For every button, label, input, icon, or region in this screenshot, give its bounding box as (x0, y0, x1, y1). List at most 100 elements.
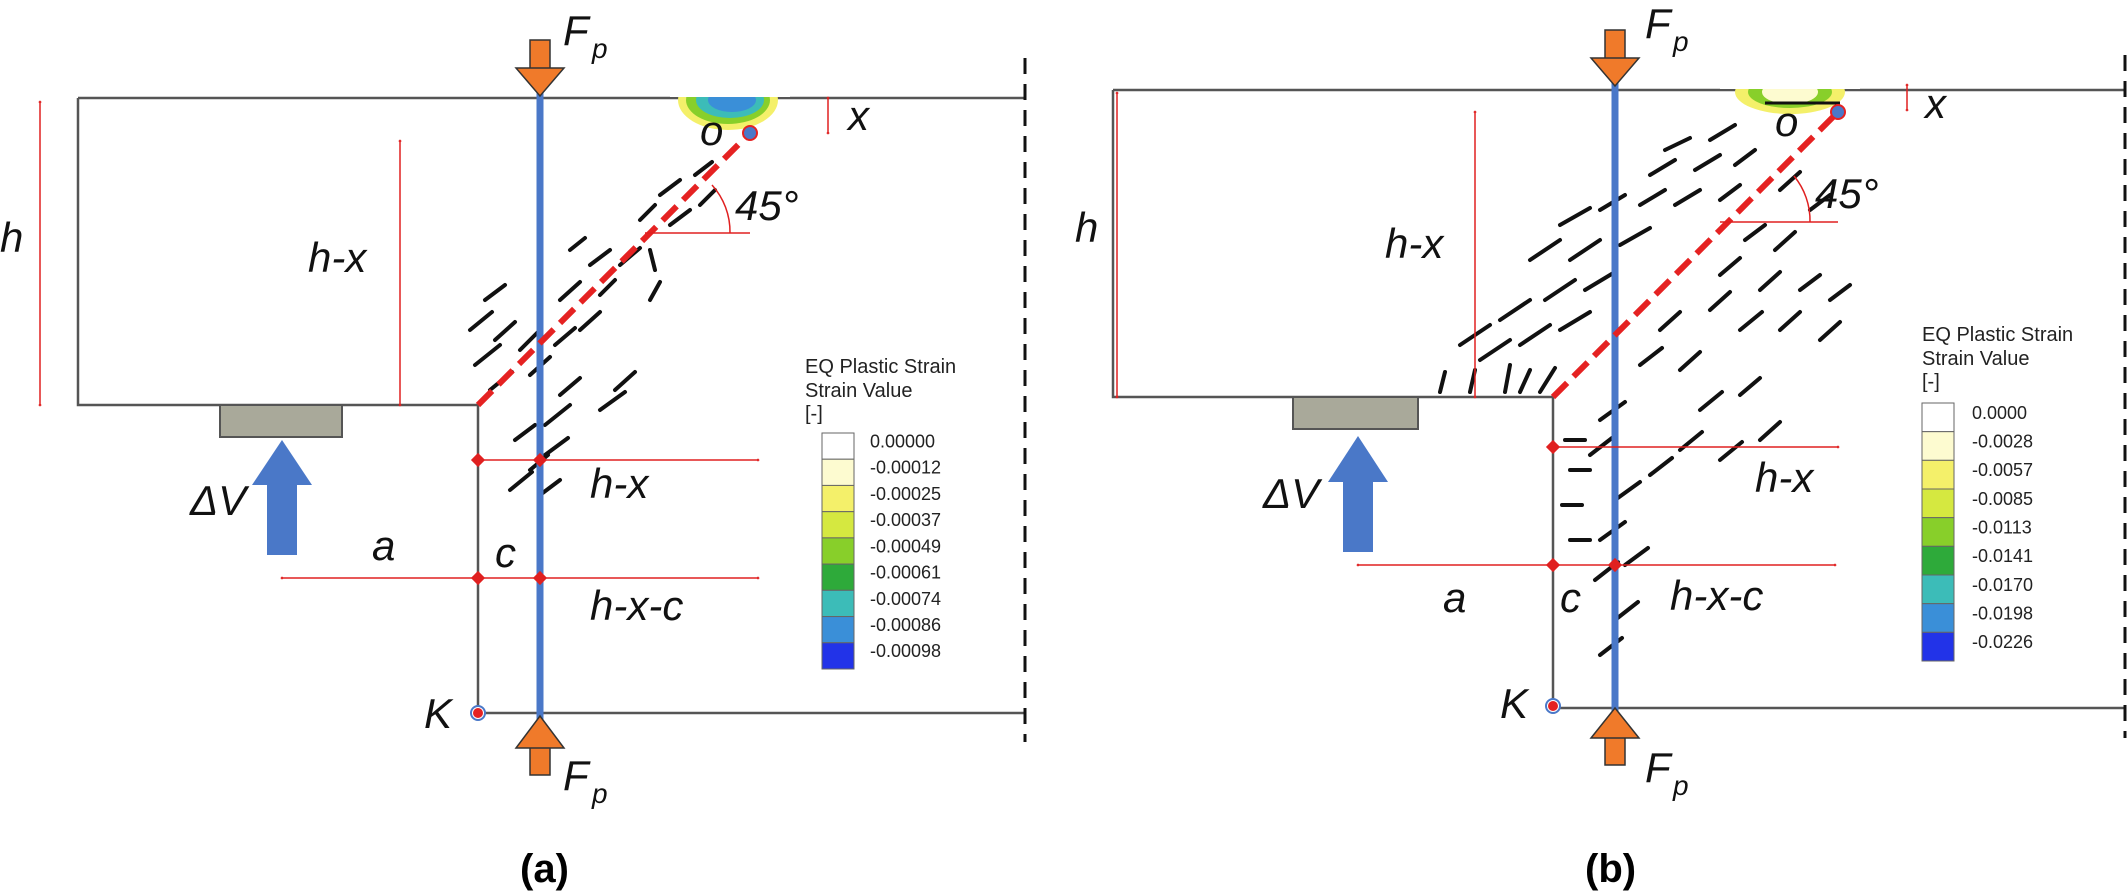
label-angle-a: 45° (735, 182, 799, 229)
label-force-top-b: F (1645, 0, 1673, 47)
angle-marker-a (645, 184, 750, 234)
legend-swatch-a-5 (821, 563, 855, 591)
label-a-a: a (372, 522, 395, 569)
label-c-b: c (1560, 574, 1581, 621)
labels-a: F p F p h h-x h-x h-x-c x o 45° ΔV a c K… (0, 7, 871, 891)
label-a-b: a (1443, 574, 1466, 621)
label-o-a: o (700, 107, 723, 154)
force-arrow-top-b (1589, 29, 1641, 88)
legend-value-a-4: -0.00049 (870, 536, 941, 556)
legend-value-b-8: -0.0226 (1972, 632, 2033, 652)
bearing-plate-a (219, 404, 343, 438)
legend-swatch-b-2 (1921, 459, 1955, 490)
label-force-top-sub-b: p (1672, 26, 1689, 57)
legend-swatch-b-1 (1921, 431, 1955, 461)
legend-title-1-a: EQ Plastic Strain (805, 356, 956, 378)
strain-contour-a (670, 60, 790, 130)
crack-pattern-b (1438, 123, 1852, 657)
label-force-top-sub-a: p (591, 33, 608, 64)
legend-swatch-b-4 (1921, 517, 1955, 547)
legend-value-b-4: -0.0113 (1972, 517, 2032, 537)
legend-value-b-0: 0.0000 (1972, 403, 2027, 423)
legend-title-2-b: Strain Value (1922, 348, 2029, 370)
label-o-b: o (1775, 98, 1798, 145)
support-arrow-b (1328, 436, 1388, 552)
label-force-top-a: F (563, 7, 591, 54)
label-h-x-a: h-x (308, 234, 368, 281)
panel-label-b: (b) (1585, 847, 1636, 891)
dimensions-b (1115, 83, 1909, 567)
strain-legend-a: EQ Plastic Strain Strain Value [-] 0.000… (805, 356, 956, 670)
legend-unit-b: [-] (1922, 371, 1940, 393)
legend-swatch-a-7 (821, 616, 855, 644)
force-arrow-bottom-a (514, 714, 566, 776)
legend-value-a-8: -0.00098 (870, 641, 941, 661)
legend-swatch-a-0 (821, 432, 855, 460)
legend-swatch-a-3 (821, 511, 855, 539)
strain-legend-b: EQ Plastic Strain Strain Value [-] 0.000… (1921, 324, 2073, 662)
critical-crack-line-b (1550, 109, 1841, 400)
label-x-b: x (1923, 80, 1948, 127)
dimension-nodes-b (1545, 439, 1623, 573)
label-force-bottom-sub-a: p (591, 778, 608, 809)
legend-swatch-b-8 (1921, 631, 1955, 662)
legend-swatch-a-1 (821, 458, 855, 486)
legend-value-a-7: -0.00086 (870, 615, 941, 635)
legend-value-a-0: 0.00000 (870, 431, 935, 451)
legend-swatch-a-4 (821, 537, 855, 565)
legend-value-b-7: -0.0198 (1972, 603, 2033, 623)
label-h-x-c-a: h-x-c (590, 582, 683, 629)
label-k-a: K (424, 690, 454, 737)
label-delta-v-a: ΔV (189, 477, 250, 524)
legend-swatch-b-3 (1921, 488, 1955, 519)
legend-swatch-b-6 (1921, 574, 1955, 605)
label-h-x-b: h-x (1385, 220, 1445, 267)
legend-swatch-b-7 (1921, 603, 1955, 633)
legend-value-a-3: -0.00037 (870, 510, 941, 530)
label-force-bottom-sub-b: p (1672, 770, 1689, 801)
critical-crack-line-a (475, 130, 753, 408)
point-o-marker-a (742, 125, 758, 141)
legend-value-b-2: -0.0057 (1972, 460, 2033, 480)
legend-value-a-5: -0.00061 (870, 563, 941, 583)
label-angle-b: 45° (1815, 170, 1879, 217)
label-delta-v-b: ΔV (1262, 470, 1323, 517)
dimension-nodes-a (470, 452, 548, 586)
panel-a: F p F p h h-x h-x h-x-c x o 45° ΔV a c K… (0, 7, 1027, 891)
support-arrow-a (252, 440, 312, 555)
legend-value-a-6: -0.00074 (870, 589, 941, 609)
strain-contour-b (1720, 60, 1860, 114)
legend-swatch-a-6 (821, 589, 855, 618)
label-force-bottom-a: F (563, 752, 591, 799)
label-h-x-2-b: h-x (1755, 454, 1815, 501)
force-arrow-bottom-b (1589, 706, 1641, 766)
label-c-a: c (495, 529, 516, 576)
panel-b: F p F p h h-x h-x h-x-c x o 45° ΔV a c K… (1075, 0, 2127, 891)
point-k-marker-b (1548, 701, 1558, 711)
legend-value-a-1: -0.00012 (870, 458, 941, 478)
point-k-marker-a (473, 708, 483, 718)
force-arrow-top-a (514, 39, 566, 98)
legend-value-b-3: -0.0085 (1972, 489, 2033, 509)
dimensions-a (38, 96, 830, 580)
panel-label-a: (a) (520, 847, 569, 891)
legend-unit-a: [-] (805, 403, 823, 425)
legend-value-a-2: -0.00025 (870, 484, 941, 504)
label-k-b: K (1500, 680, 1530, 727)
legend-title-1-b: EQ Plastic Strain (1922, 324, 2073, 346)
angle-marker-b (1720, 175, 1838, 223)
point-o-marker-b (1830, 104, 1846, 120)
labels-b: F p F p h h-x h-x h-x-c x o 45° ΔV a c K… (1075, 0, 1948, 891)
legend-value-b-5: -0.0141 (1972, 546, 2033, 566)
legend-title-2-a: Strain Value (805, 380, 912, 402)
legend-value-b-6: -0.0170 (1972, 575, 2033, 595)
legend-swatch-a-2 (821, 484, 855, 513)
legend-swatch-b-0 (1921, 402, 1955, 433)
label-h-x-c-b: h-x-c (1670, 572, 1763, 619)
legend-swatch-a-8 (821, 642, 855, 670)
crack-pattern-a (468, 160, 717, 497)
legend-value-b-1: -0.0028 (1972, 431, 2033, 451)
label-h-a: h (0, 214, 23, 261)
label-x-a: x (846, 92, 871, 139)
